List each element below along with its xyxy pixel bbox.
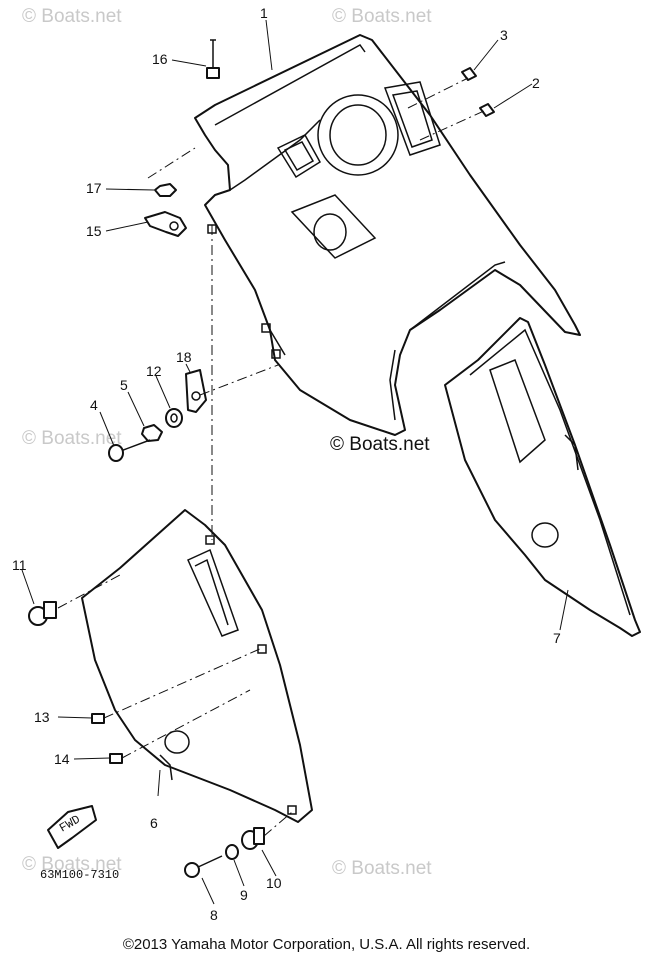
part-6-lower-panel — [81, 509, 313, 823]
assembly-line — [147, 147, 196, 179]
assembly-line — [103, 647, 263, 719]
watermark-center: © Boats.net — [330, 434, 430, 455]
leader-line-18 — [185, 363, 191, 373]
leader-line-2 — [493, 83, 533, 109]
part-7-right-panel — [444, 317, 641, 637]
diagram-code: 63M100-7310 — [40, 868, 119, 882]
leader-line-3 — [473, 39, 499, 71]
part-15-clamp — [144, 211, 187, 237]
leader-line-7 — [559, 589, 569, 631]
assembly-line — [121, 689, 251, 759]
part-14-cap — [109, 753, 123, 764]
watermark-mid-left: © Boats.net — [22, 428, 122, 449]
callout-7: 7 — [553, 630, 561, 646]
callout-1: 1 — [260, 5, 268, 21]
watermark-bottom-center: © Boats.net — [332, 858, 432, 879]
part-5-nut — [141, 424, 163, 442]
part-8-screw — [184, 855, 223, 878]
assembly-line — [199, 364, 279, 396]
leader-line-13 — [57, 716, 93, 719]
callout-15: 15 — [86, 223, 102, 239]
leader-line-5 — [127, 391, 145, 427]
callout-18: 18 — [176, 349, 192, 365]
part-18-bracket — [185, 369, 207, 413]
watermark-top-left: © Boats.net — [22, 6, 122, 27]
leader-line-16 — [171, 59, 207, 67]
callout-17: 17 — [86, 180, 102, 196]
part-16-bolt — [206, 39, 220, 79]
part-1-upper-cover — [194, 34, 581, 436]
callout-4: 4 — [90, 397, 98, 413]
fwd-arrow: FWD — [47, 805, 97, 849]
part-12-washer — [165, 408, 183, 428]
callout-9: 9 — [240, 887, 248, 903]
callout-8: 8 — [210, 907, 218, 923]
part-3-clip — [461, 67, 477, 81]
leader-line-8 — [201, 877, 215, 905]
callout-13: 13 — [34, 709, 50, 725]
part-13-cap — [91, 713, 105, 724]
assembly-line — [407, 77, 469, 109]
leader-line-12 — [155, 375, 171, 409]
callout-16: 16 — [152, 51, 168, 67]
callout-2: 2 — [532, 75, 540, 91]
part-4-screw — [108, 439, 151, 462]
callout-6: 6 — [150, 815, 158, 831]
callout-3: 3 — [500, 27, 508, 43]
leader-line-14 — [73, 757, 111, 760]
part-11-grommet — [28, 601, 57, 626]
leader-line-1 — [265, 19, 273, 71]
leader-line-10 — [261, 849, 277, 877]
assembly-line — [57, 574, 121, 609]
leader-line-4 — [99, 411, 115, 447]
assembly-line — [419, 109, 487, 141]
copyright-notice: ©2013 Yamaha Motor Corporation, U.S.A. A… — [122, 936, 531, 953]
callout-11: 11 — [12, 557, 27, 573]
callout-14: 14 — [54, 751, 70, 767]
callout-12: 12 — [146, 363, 162, 379]
leader-line-15 — [105, 221, 149, 232]
part-17-nut — [154, 183, 177, 197]
leader-line-9 — [233, 859, 245, 887]
callout-5: 5 — [120, 377, 128, 393]
leader-line-17 — [105, 188, 155, 191]
watermark-top-center: © Boats.net — [332, 6, 432, 27]
watermark-bottom-left: © Boats.net — [22, 854, 122, 875]
part-10-grommet — [241, 827, 265, 850]
part-2-clip — [479, 103, 495, 117]
part-9-washer — [225, 844, 239, 860]
leader-line-6 — [157, 769, 161, 797]
callout-10: 10 — [266, 875, 282, 891]
leader-line-11 — [21, 569, 35, 605]
assembly-line — [263, 811, 293, 837]
